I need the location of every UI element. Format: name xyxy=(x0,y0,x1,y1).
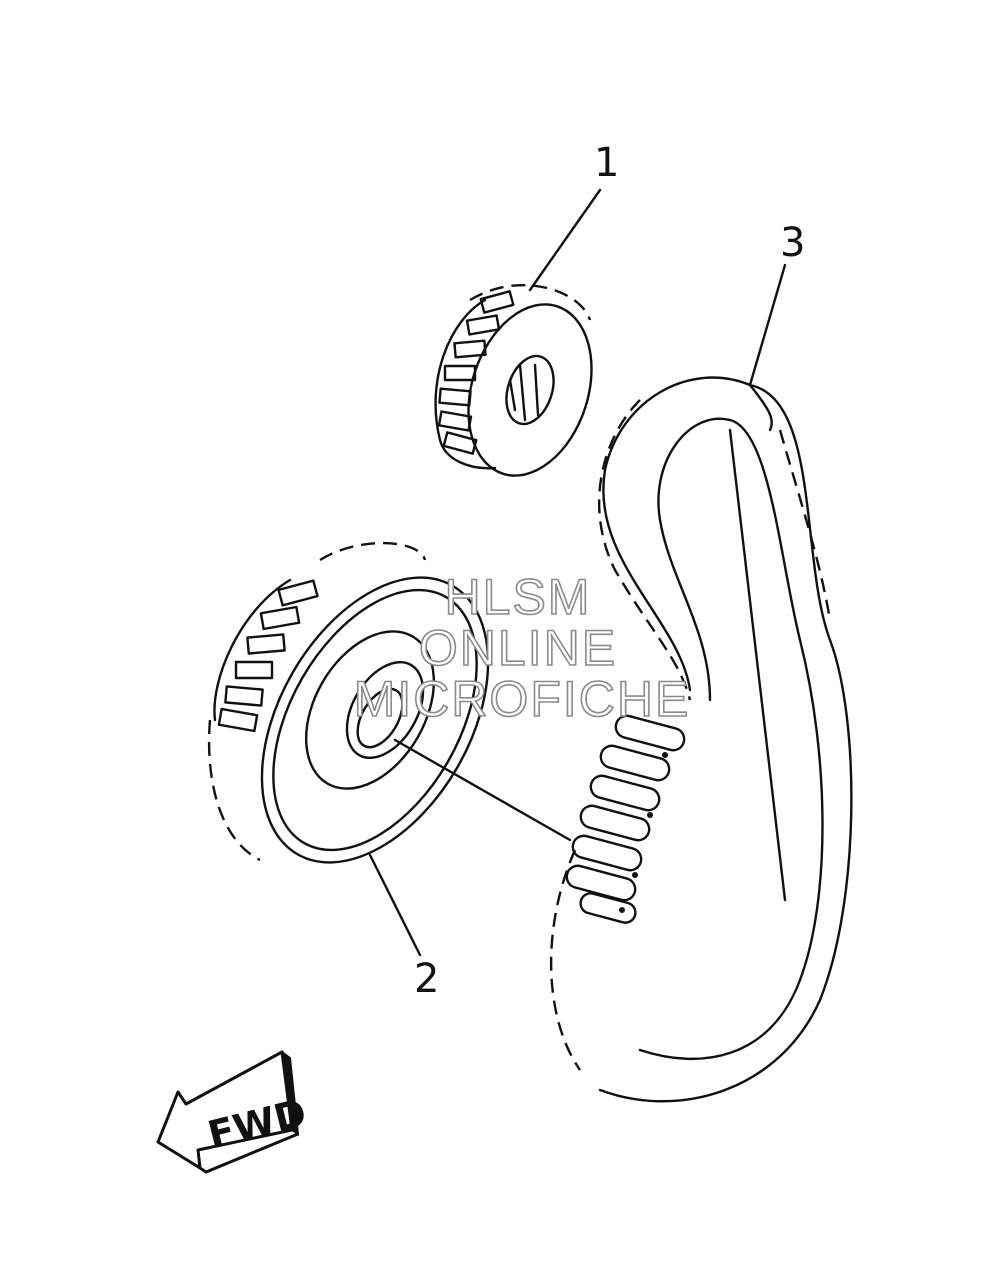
small-sprocket xyxy=(434,284,593,477)
large-sprocket-teeth xyxy=(217,579,319,733)
watermark-line-2: ONLINE xyxy=(419,620,617,676)
watermark-line-1: HLSM xyxy=(445,569,592,625)
chain-links xyxy=(565,714,686,924)
callout-2: 2 xyxy=(414,956,439,1002)
watermark: HLSM ONLINE MICROFICHE xyxy=(353,568,691,728)
leader-lines xyxy=(368,188,787,957)
large-sprocket xyxy=(207,541,490,864)
drive-chain xyxy=(549,376,853,1103)
forward-arrow-icon: FWD xyxy=(156,1050,311,1174)
watermark-line-3: MICROFICHE xyxy=(354,671,691,727)
callout-1: 1 xyxy=(594,140,619,186)
sprocket-teeth xyxy=(437,290,515,455)
callout-3: 3 xyxy=(780,220,805,266)
